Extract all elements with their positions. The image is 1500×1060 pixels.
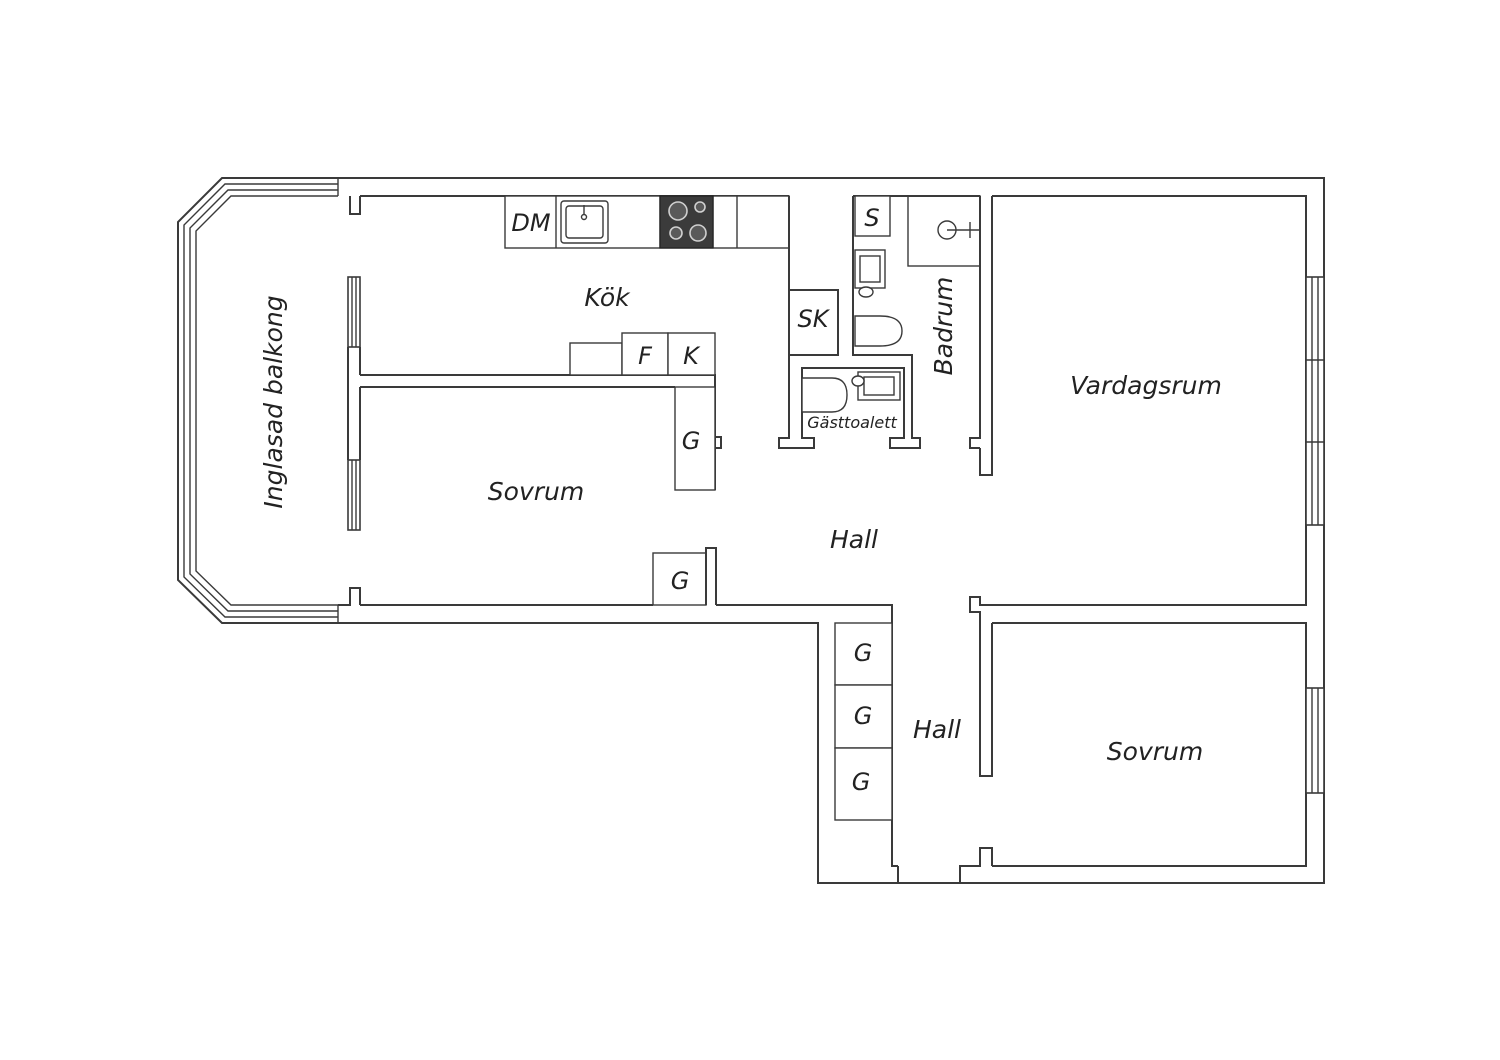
cleaning-closet-label: SK [798, 305, 831, 333]
wardrobe-label-bedroom: G [671, 567, 690, 595]
room-label-living-room: Vardagsrum [1070, 371, 1222, 400]
room-label-hall-south: Hall [913, 715, 961, 744]
bath-block [778, 195, 993, 476]
room-label-bedroom-southeast: Sovrum [1107, 737, 1203, 766]
shower-label: S [864, 204, 879, 232]
toilet-icon [854, 315, 903, 347]
bedroom-west-wardrobes [652, 386, 717, 606]
dishwasher-label: DM [511, 209, 550, 237]
kitchen-fridge-freezer [569, 332, 716, 376]
wardrobe-label-hall-1: G [854, 639, 873, 667]
room-label-hall-center: Hall [830, 525, 878, 554]
room-label-kitchen: Kök [584, 283, 631, 312]
room-label-balcony: Inglasad balkong [259, 295, 288, 508]
room-label-bedroom-west: Sovrum [488, 477, 584, 506]
wardrobe-label-kitchen-side: G [682, 427, 701, 455]
fridge-label: F [638, 342, 653, 370]
stove-icon [659, 195, 714, 249]
room-label-guest-toilet: Gästtoalett [807, 413, 897, 432]
wardrobe-label-hall-2: G [854, 702, 873, 730]
guest-toilet-icon [801, 377, 848, 413]
kitchen-counter [504, 195, 790, 249]
east-windows [1305, 276, 1325, 794]
room-label-bathroom: Badrum [929, 277, 958, 376]
wardrobe-label-hall-3: G [852, 768, 871, 796]
hall-partitions [834, 596, 993, 883]
freezer-label: K [683, 342, 701, 370]
glazed-balcony [177, 177, 339, 624]
